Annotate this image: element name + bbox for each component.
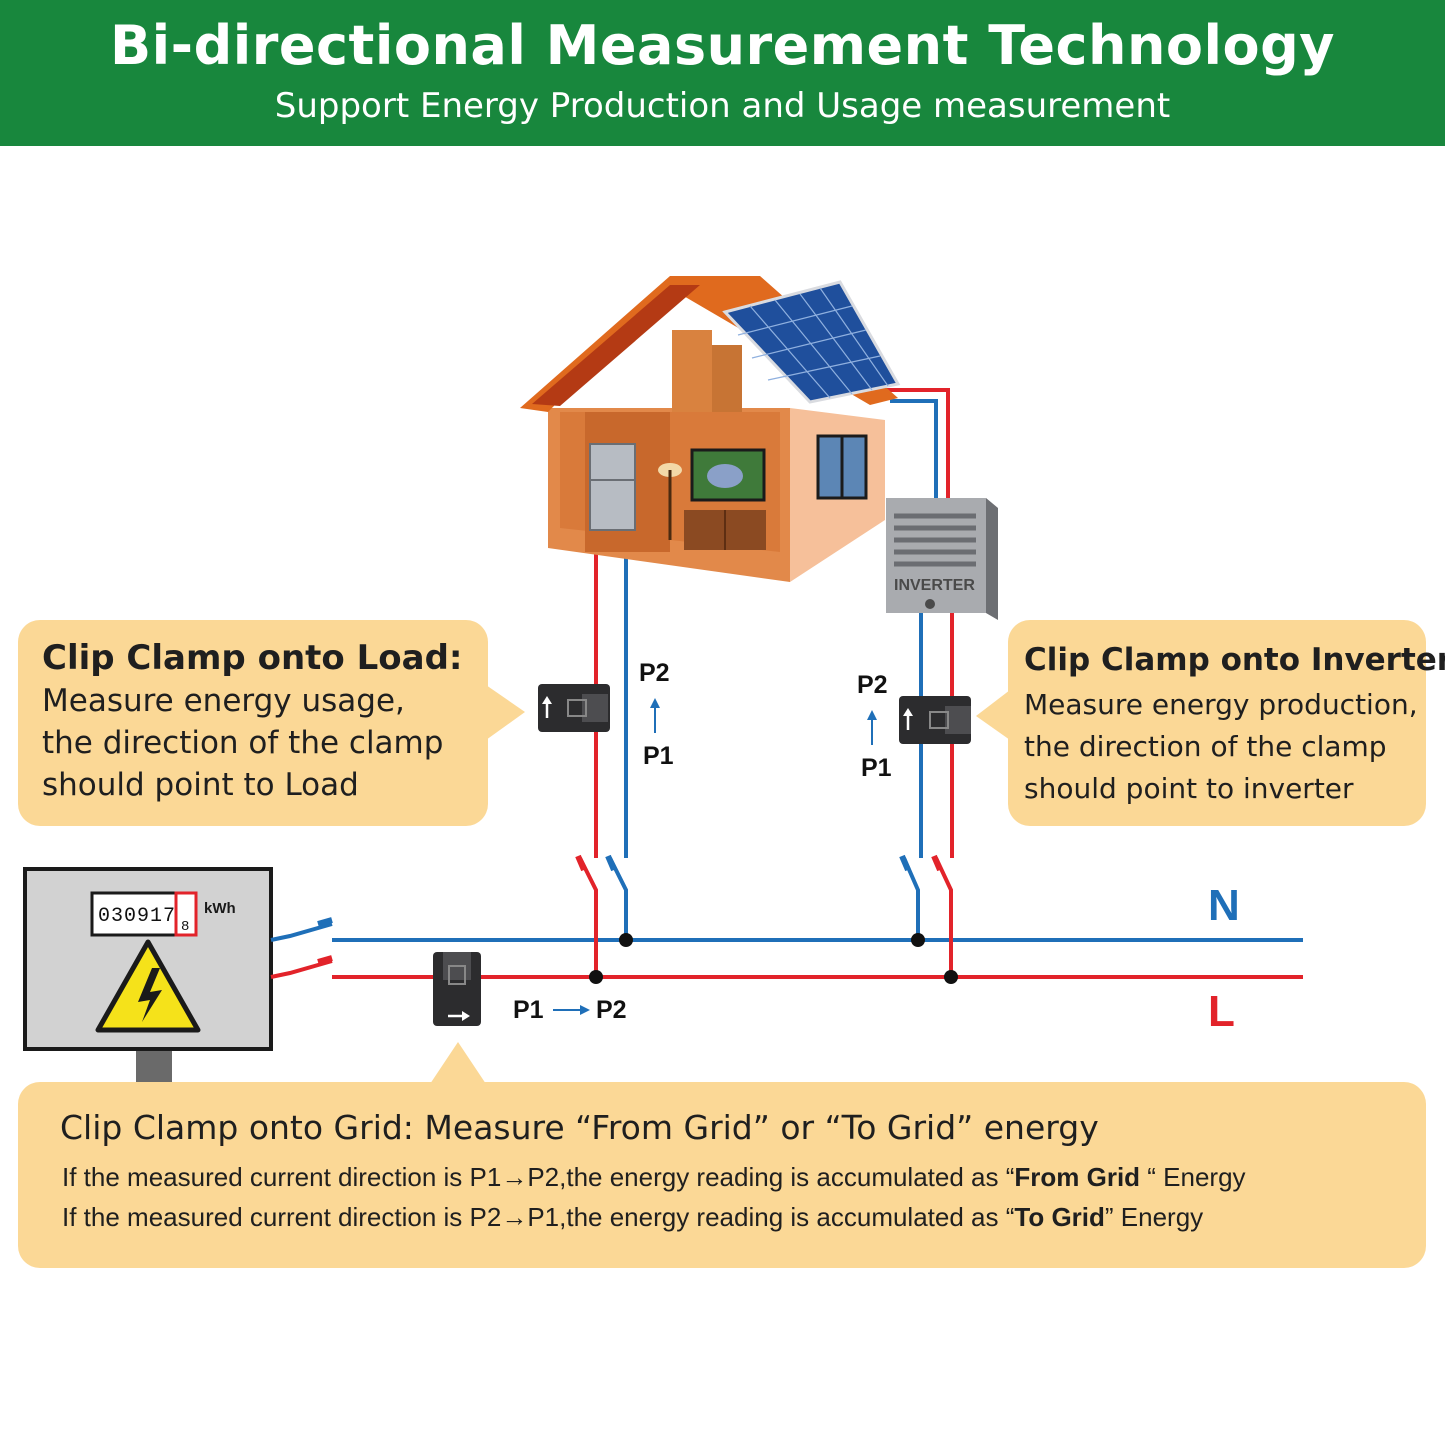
- load-p2-label: P2: [639, 659, 670, 687]
- inverter-clamp: [899, 696, 971, 744]
- grid-callout-heading-rest: Measure “From Grid” or “To Grid” energy: [413, 1108, 1099, 1147]
- load-clamp-arrow-icon: [542, 696, 552, 704]
- meter-digit: 3: [111, 905, 123, 928]
- load-p1-label: P1: [643, 742, 674, 770]
- inverter-callout-heading: Clip Clamp onto Inverter:: [1024, 642, 1445, 678]
- inverter-live-junction: [944, 970, 958, 984]
- inverter-callout-body: Measure energy production, the direction…: [1024, 684, 1418, 810]
- grid-p1-label: P1: [513, 996, 544, 1024]
- inverter-clamp-arrow-icon: [903, 708, 913, 716]
- to-grid-term: To Grid: [1014, 1202, 1105, 1232]
- kwh-unit-label: kWh: [204, 900, 236, 917]
- inverter-clamp-callout: Clip Clamp onto Inverter: Measure energy…: [1008, 620, 1445, 826]
- page-subtitle: Support Energy Production and Usage meas…: [274, 86, 1171, 126]
- panel-neutral-wire: [890, 399, 938, 505]
- inverter-label: INVERTER: [894, 577, 975, 594]
- load-callout-body: Measure energy usage, the direction of t…: [42, 680, 443, 806]
- meter-digit: 0: [124, 905, 136, 928]
- panel-live-wire: [880, 388, 950, 505]
- grid-p2-label: P2: [596, 996, 627, 1024]
- grid-callout-text: If the measured current direction is P2→…: [62, 1202, 1015, 1232]
- from-grid-term: From Grid: [1014, 1162, 1141, 1192]
- load-clamp-callout: Clip Clamp onto Load: Measure energy usa…: [18, 620, 488, 826]
- inverter-callout-line: Measure energy production,: [1024, 688, 1418, 721]
- grid-callout-heading: Clip Clamp onto Grid:: [60, 1108, 414, 1147]
- meter-breaker-live: [270, 959, 333, 979]
- inverter-callout-line: should point to inverter: [1024, 772, 1354, 805]
- lightning-bolt-icon: [138, 968, 162, 1022]
- inverter-callout-pointer: [976, 690, 1010, 740]
- grid-clamp: [433, 952, 481, 1026]
- grid-clamp-callout: Clip Clamp onto Grid: Measure “From Grid…: [18, 1082, 1426, 1268]
- inverter-p2-label: P2: [857, 671, 888, 699]
- grid-clamp-arrow-icon: [462, 1011, 470, 1021]
- load-breaker-live: [578, 857, 598, 977]
- grid-callout-text: If the measured current direction is P1→…: [62, 1162, 1015, 1192]
- load-callout-line: the direction of the clamp: [42, 725, 444, 761]
- load-callout-pointer: [486, 685, 525, 740]
- grid-callout-pointer: [430, 1042, 486, 1084]
- load-callout-line: should point to Load: [42, 767, 359, 803]
- inverter-neutral-junction: [911, 933, 925, 947]
- page-title: Bi-directional Measurement Technology: [110, 14, 1335, 77]
- grid-callout-from-grid-line: If the measured current direction is P1→…: [62, 1162, 1246, 1193]
- inverter-p1-label: P1: [861, 754, 892, 782]
- header-banner: Bi-directional Measurement Technology Su…: [0, 0, 1445, 146]
- meter-digit: 9: [137, 905, 149, 928]
- load-clamp: [538, 684, 610, 732]
- load-callout-heading: Clip Clamp onto Load:: [42, 638, 463, 678]
- neutral-label: N: [1208, 881, 1240, 930]
- inverter-unit: INVERTER: [886, 498, 998, 620]
- grid-callout-to-grid-line: If the measured current direction is P2→…: [62, 1202, 1203, 1233]
- meter-digit: 7: [163, 905, 175, 928]
- load-neutral-junction: [619, 933, 633, 947]
- live-label: L: [1208, 987, 1235, 1036]
- load-live-junction: [589, 970, 603, 984]
- meter-digit: 1: [150, 905, 162, 928]
- meter-digit: 8: [181, 919, 189, 935]
- inverter-callout-line: the direction of the clamp: [1024, 730, 1387, 763]
- meter-breaker-neutral: [270, 922, 333, 942]
- grid-callout-text: “ Energy: [1140, 1162, 1246, 1192]
- meter-pole: [136, 1046, 172, 1086]
- house-illustration: [520, 276, 901, 582]
- inverter-breaker-live: [934, 857, 953, 977]
- meter-digit: 0: [98, 905, 110, 928]
- grid-callout-heading-line: Clip Clamp onto Grid: Measure “From Grid…: [60, 1108, 1099, 1147]
- load-callout-line: Measure energy usage,: [42, 683, 405, 719]
- grid-callout-text: ” Energy: [1104, 1202, 1204, 1232]
